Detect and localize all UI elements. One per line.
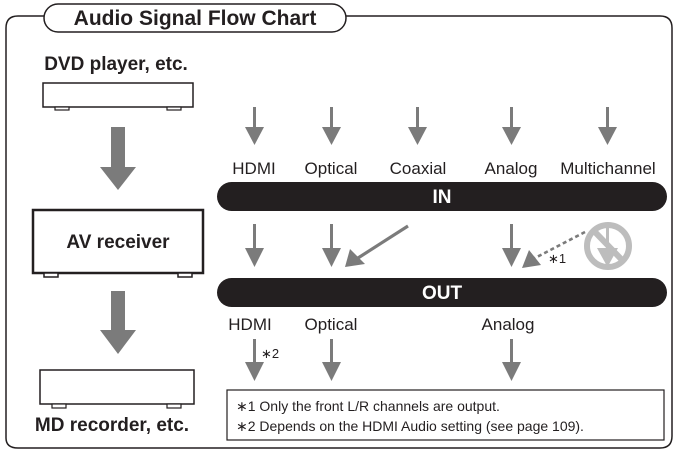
md-recorder-icon	[39, 369, 195, 409]
hdmi-input-arrow	[245, 107, 264, 145]
receiver-label: AV receiver	[66, 232, 170, 253]
analog-passthrough-arrow	[502, 224, 521, 267]
coaxial-to-optical-arrow	[345, 224, 409, 267]
out-bar: OUT	[217, 278, 667, 307]
input-label-hdmi: HDMI	[232, 159, 275, 178]
prohibited-icon	[584, 222, 632, 270]
note2-marker: ∗2	[261, 346, 279, 361]
optical-input-arrow	[322, 107, 341, 145]
analog-input-arrow	[502, 107, 521, 145]
receiver-to-recorder-arrow	[100, 291, 136, 354]
hdmi-passthrough-arrow	[245, 224, 264, 267]
in-bar-label: IN	[433, 187, 452, 208]
note1-marker: ∗1	[548, 251, 566, 266]
optical-passthrough-arrow	[322, 224, 341, 267]
in-bar: IN	[217, 182, 667, 211]
title-badge: Audio Signal Flow Chart	[43, 3, 347, 33]
source-to-receiver-arrow	[100, 127, 136, 190]
chart-frame	[5, 15, 673, 449]
input-label-analog: Analog	[485, 159, 538, 178]
chart-title: Audio Signal Flow Chart	[74, 7, 317, 30]
footnote-2: ∗2 Depends on the HDMI Audio setting (se…	[236, 418, 584, 434]
av-receiver-icon	[31, 208, 205, 278]
analog-output-arrow	[502, 339, 521, 381]
multichannel-input-arrow	[598, 107, 617, 145]
multichannel-to-analog-dashed-arrow	[522, 230, 586, 268]
hdmi-output-arrow	[245, 339, 264, 381]
source-device-label: DVD player, etc.	[44, 54, 188, 75]
recorder-device-label: MD recorder, etc.	[35, 415, 189, 436]
input-label-multichannel: Multichannel	[560, 159, 655, 178]
output-label-optical: Optical	[305, 315, 358, 334]
input-arrows	[245, 107, 617, 145]
footnote-box: ∗1 Only the front L/R channels are outpu…	[226, 389, 665, 441]
optical-output-arrow	[322, 339, 341, 381]
output-label-hdmi: HDMI	[228, 315, 271, 334]
coaxial-input-arrow	[408, 107, 427, 145]
dvd-player-icon	[42, 82, 194, 111]
output-label-analog: Analog	[482, 315, 535, 334]
out-bar-label: OUT	[422, 283, 463, 304]
input-label-optical: Optical	[305, 159, 358, 178]
footnote-1: ∗1 Only the front L/R channels are outpu…	[236, 398, 500, 414]
input-label-coaxial: Coaxial	[390, 159, 447, 178]
